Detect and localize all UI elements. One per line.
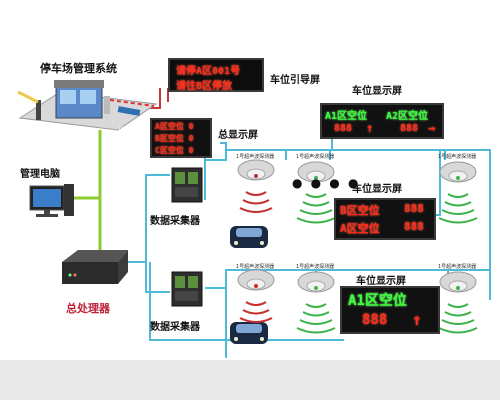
collector-device-1 (171, 167, 203, 203)
sensor-icon (237, 159, 275, 181)
mid-led-zone: A区空位 (340, 222, 380, 235)
sensor-label: 1号超声波探测器 (236, 154, 275, 160)
display-screen-label-top: 车位显示屏 (352, 86, 402, 97)
collector-device-2 (171, 271, 203, 307)
guide-led-line1: 请停A区001号 (176, 66, 241, 77)
car-icon (230, 226, 268, 248)
total-screen-label: 总显示屏 (218, 130, 258, 141)
guide-screen-label: 车位引导屏 (270, 75, 320, 86)
mgmt-pc-label: 管理电脑 (20, 169, 60, 180)
right-arrow-icon: → (428, 121, 436, 135)
collector-label-1: 数据采集器 (150, 216, 200, 227)
system-title: 停车场管理系统 (40, 62, 117, 75)
sensor-label: 1号超声波探测器 (438, 264, 477, 270)
wave-icon-green (296, 193, 478, 334)
top-led-count1: 888 (334, 123, 353, 134)
bottom-led-count: 888 (362, 312, 388, 328)
total-led-screen: A区空位 0 B区空位 0 C区空位 0 (150, 118, 212, 158)
total-led-row: B区空位 0 (155, 134, 194, 143)
parking-gate: 出口 (17, 80, 158, 134)
top-led-zone1: A1区空位 (325, 111, 368, 122)
main-processor-label: 总处理器 (66, 302, 110, 315)
sensor-icon (297, 161, 335, 183)
bottom-led-zone: A1区空位 (348, 293, 407, 309)
wave-icon-red (239, 191, 273, 323)
guide-led-screen: 请停A区001号 请往B区停放 (168, 58, 264, 92)
total-led-row: A区空位 0 (155, 122, 194, 131)
mid-led-count: 888 (404, 202, 424, 215)
sensor-label: 1号超声波探测器 (296, 154, 335, 160)
sensor-icon (439, 161, 477, 183)
sensor-label: 1号超声波探测器 (236, 264, 275, 270)
sensor-label: 1号超声波探测器 (296, 264, 335, 270)
guide-led-line2: 请往B区停放 (176, 81, 233, 92)
top-led-zone2: A2区空位 (386, 111, 429, 122)
display-screen-label-mid: 车位显示屏 (352, 184, 402, 195)
sensor-label: 1号超声波探测器 (438, 154, 477, 160)
green-bus (72, 130, 102, 258)
up-arrow-icon: ↑ (366, 121, 374, 135)
computer-icon (29, 184, 74, 217)
mid-led-screen: B区空位 888 A区空位 888 (334, 198, 436, 240)
sensor-icon (297, 271, 335, 293)
top-led-count2: 888 (400, 123, 419, 134)
sensor-icon (237, 269, 275, 291)
processor-box (62, 250, 128, 284)
bottom-led-screen: A1区空位 888 ↑ (340, 286, 440, 334)
ellipsis-dots: ● ● ● ● (292, 176, 361, 190)
mid-led-count: 888 (404, 220, 424, 233)
sensor-icon (439, 271, 477, 293)
top-led-screen: A1区空位 A2区空位 888 ↑ 888 → (320, 103, 444, 139)
gate-sign: 出口 (118, 125, 132, 134)
display-screen-label-bottom: 车位显示屏 (356, 276, 406, 287)
total-led-row: C区空位 0 (155, 146, 194, 155)
car-icon (230, 322, 268, 344)
up-arrow-icon: ↑ (412, 310, 422, 329)
base-strip (0, 360, 500, 400)
mid-led-zone: B区空位 (340, 204, 380, 217)
collector-label-2: 数据采集器 (150, 322, 200, 333)
